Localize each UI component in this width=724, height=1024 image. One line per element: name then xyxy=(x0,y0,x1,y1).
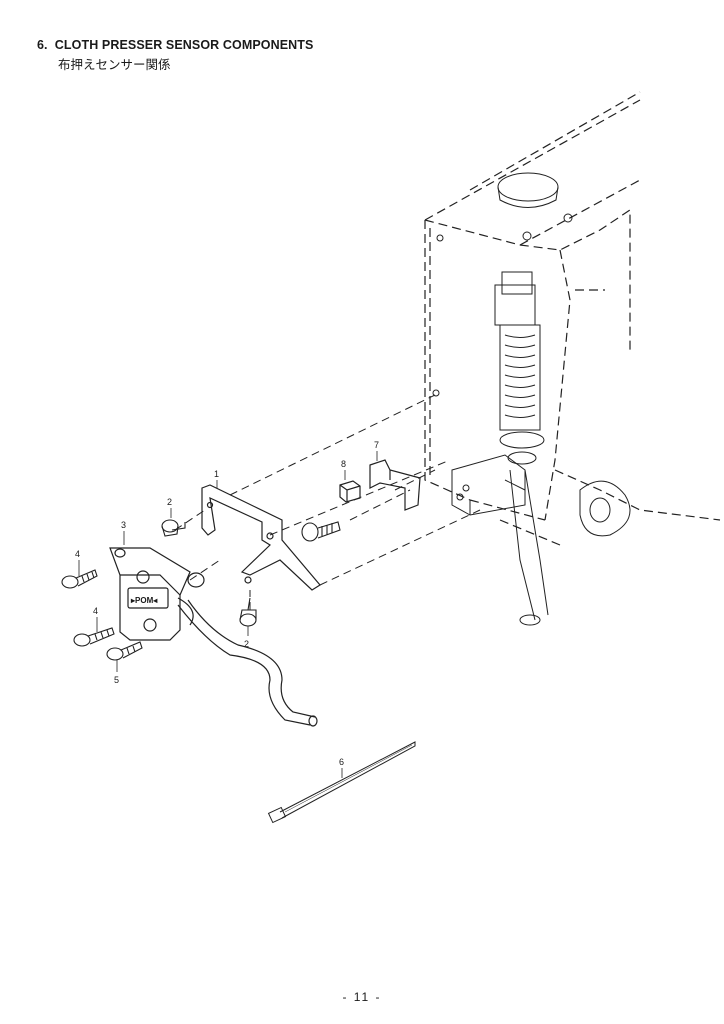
part-4-screw-a xyxy=(61,569,98,589)
section-title-text: CLOTH PRESSER SENSOR COMPONENTS xyxy=(54,38,314,52)
machine-arm-outline xyxy=(424,91,721,546)
callout-leaders xyxy=(78,451,378,778)
part-5-screw xyxy=(106,641,143,661)
part-7-plate xyxy=(369,459,421,511)
section-title: 6. CLOTH PRESSER SENSOR COMPONENTS xyxy=(37,38,313,52)
callout-6: 6 xyxy=(339,757,344,767)
part-3-sensor-assembly xyxy=(109,547,318,727)
callout-2-upper: 2 xyxy=(167,497,172,507)
center-screw xyxy=(301,521,341,542)
callout-4-upper: 4 xyxy=(75,549,80,559)
assembly-guide-lines xyxy=(174,394,481,610)
part-2-screw-b xyxy=(239,597,257,627)
part-4-screw-b xyxy=(73,627,115,647)
callout-3: 3 xyxy=(121,520,126,530)
part-2-screw-a xyxy=(161,519,186,537)
callout-5: 5 xyxy=(114,675,119,685)
page-number: - 11 - xyxy=(342,990,382,1004)
callout-8: 8 xyxy=(341,459,346,469)
arm-internal-parts xyxy=(432,172,631,626)
section-subtitle-ja: 布押えセンサー関係 xyxy=(58,57,171,72)
callout-7: 7 xyxy=(374,440,379,450)
sensor-marking-text: ▸POM◂ xyxy=(130,596,158,605)
callout-2-lower: 2 xyxy=(244,639,249,649)
part-8-block xyxy=(339,480,361,503)
part-1-bracket xyxy=(201,484,321,591)
callout-1: 1 xyxy=(214,469,219,479)
part-6-cable-tie xyxy=(267,741,416,824)
callout-4-lower: 4 xyxy=(93,606,98,616)
section-number: 6. xyxy=(37,38,48,52)
